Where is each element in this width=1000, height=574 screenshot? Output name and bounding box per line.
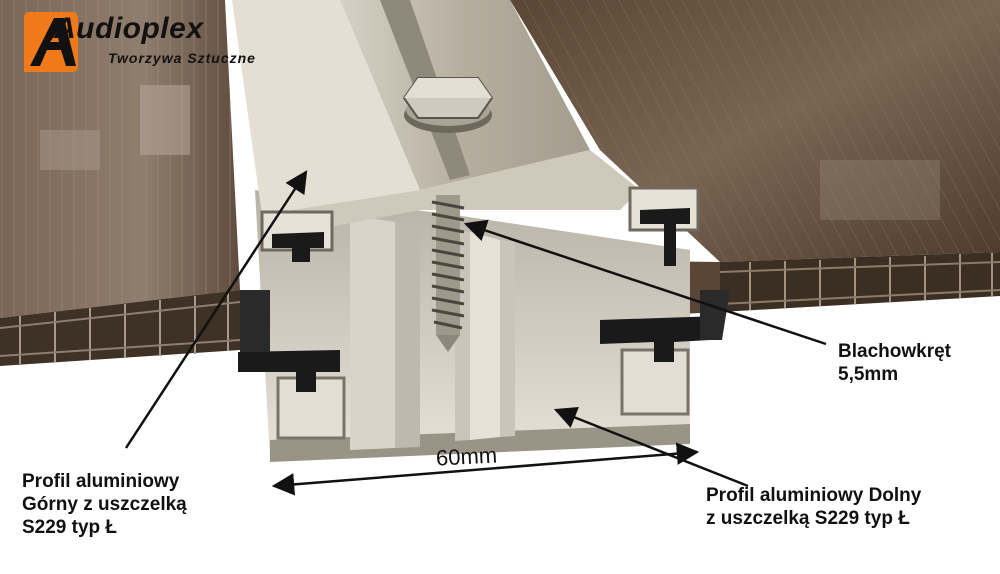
lower-profile-callout: Profil aluminiowy Dolny z uszczelką S229… — [706, 484, 921, 530]
left-sheet — [0, 0, 241, 366]
screw-callout-line-2: 5,5mm — [838, 364, 899, 385]
leader-lines — [124, 170, 827, 496]
dimension-label: 60mm — [435, 442, 498, 471]
screw-callout: Blachowkręt 5,5mm — [838, 340, 951, 386]
screw-callout-line-1: Blachowkręt — [838, 341, 951, 362]
screw-leader — [463, 219, 827, 346]
upper-profile-callout-line-3: S229 typ Ł — [22, 517, 118, 538]
dimension-line — [271, 442, 700, 496]
logo-brand-text: Audioplex — [54, 12, 204, 45]
upper-profile-callout: Profil aluminiowy Górny z uszczelką S229… — [22, 470, 187, 539]
audioplex-logo: Audioplex Tworzywa Sztuczne — [20, 10, 275, 74]
lower-profile-callout-line-1: Profil aluminiowy Dolny — [706, 485, 922, 506]
lower-profile-callout-line-2: z uszczelką S229 typ Ł — [706, 508, 910, 529]
screw — [402, 77, 494, 352]
upper-profile-leader — [124, 170, 308, 449]
upper-profile-callout-line-2: Górny z uszczelką — [22, 494, 187, 515]
logo-tagline-text: Tworzywa Sztuczne — [108, 50, 256, 66]
logo-mark-icon — [24, 12, 78, 72]
upper-profile-callout-line-1: Profil aluminiowy — [22, 471, 180, 492]
